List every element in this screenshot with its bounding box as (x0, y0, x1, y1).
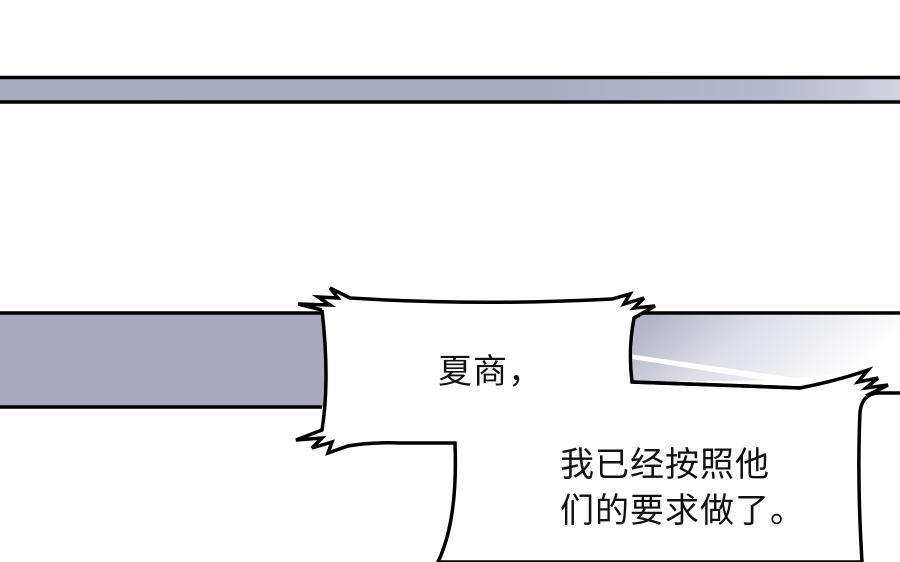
bubble-text-line2: 我已经按照他 (560, 445, 770, 485)
speech-bubble-outline (295, 286, 900, 562)
bubble-text-line1: 夏商， (438, 352, 543, 392)
top-bar (0, 75, 900, 104)
left-bar (0, 311, 325, 409)
bubble-text-line3: 们的要求做了。 (560, 491, 805, 531)
